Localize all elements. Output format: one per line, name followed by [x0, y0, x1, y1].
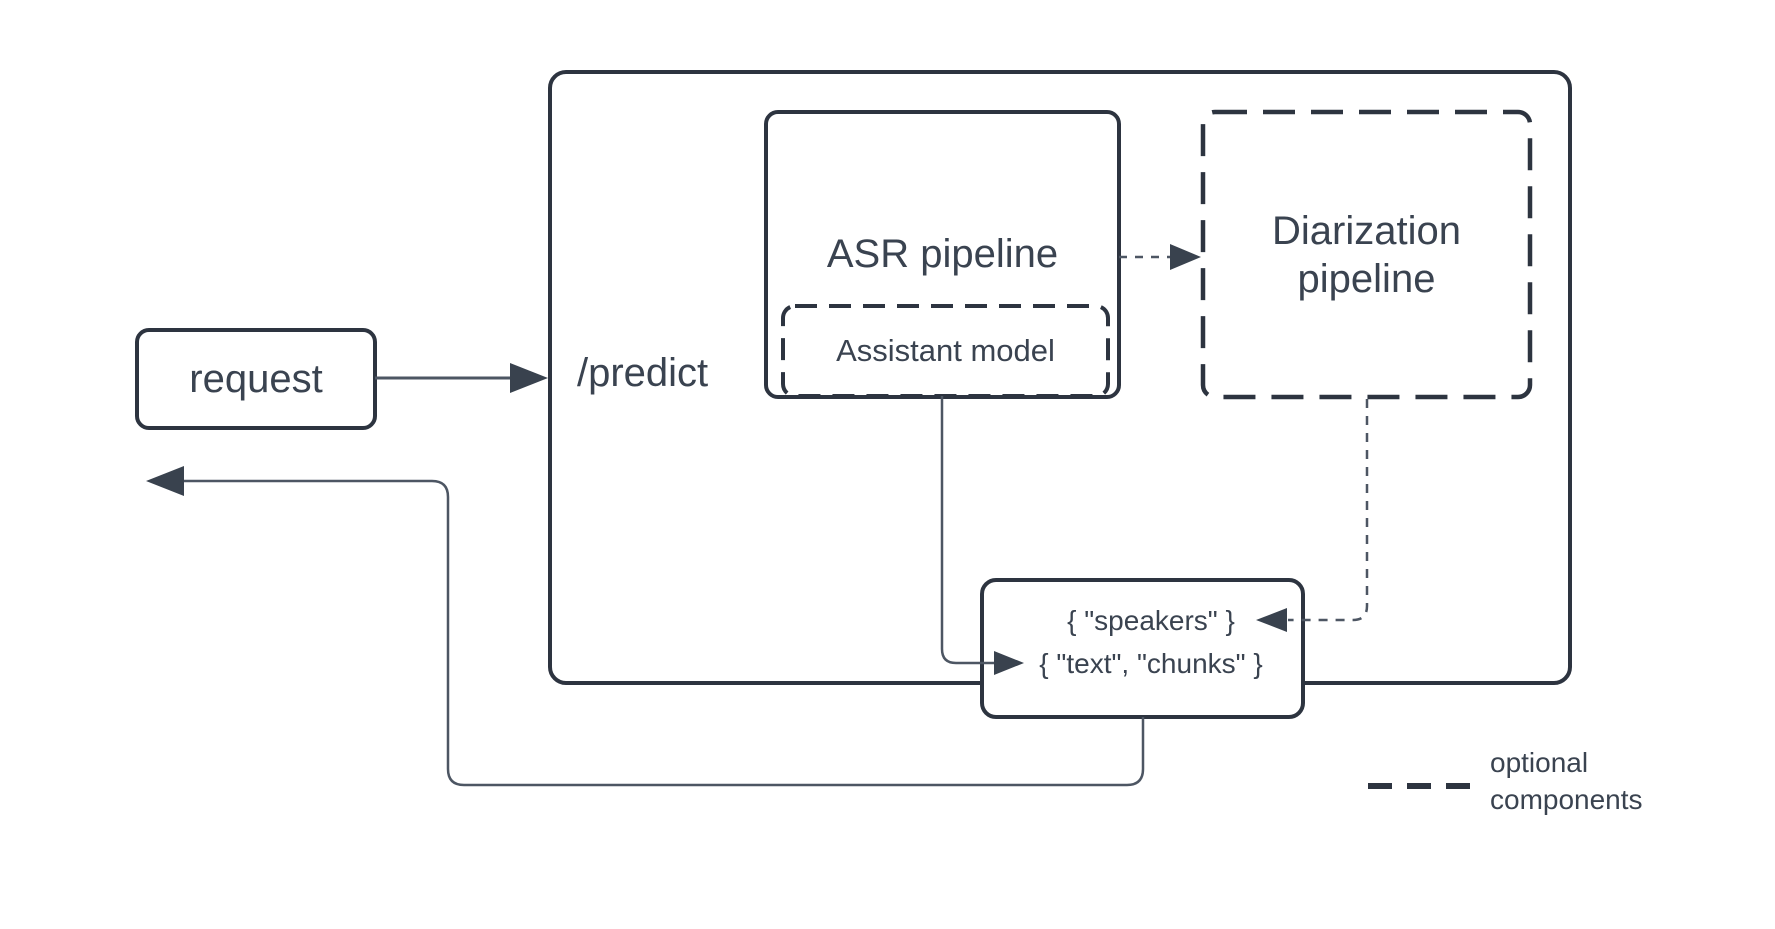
- connector-diarization-to-result: [1288, 399, 1369, 622]
- connector-assistant-to-result: [940, 396, 996, 665]
- request-box-label: request: [189, 356, 323, 401]
- diarization-label-line2: pipeline: [1297, 256, 1436, 301]
- result-payload-label: { "speakers" } { "text", "chunks" }: [982, 580, 1303, 717]
- diarization-label-line1: Diarization: [1272, 208, 1461, 253]
- result-text-chunks-line: { "text", "chunks" }: [1039, 647, 1263, 679]
- legend-label-line1: optional: [1490, 747, 1589, 778]
- assistant-model-box: [781, 304, 1110, 398]
- predict-endpoint-label: /predict: [577, 350, 709, 395]
- connector-result-to-response: [184, 479, 1145, 787]
- arrowhead-result-to-response-icon: [146, 466, 184, 496]
- arrowhead-assistant-to-result-icon: [994, 651, 1024, 675]
- arrowhead-request-to-predict-icon: [510, 363, 548, 393]
- diarization-pipeline-label: Diarization pipeline: [1203, 112, 1530, 397]
- diarization-pipeline-box: [1200, 109, 1533, 400]
- arrowhead-asr-to-diarization-icon: [1170, 244, 1201, 270]
- arrowhead-diarization-to-result-icon: [1256, 608, 1287, 632]
- legend-optional-components-label: optional components: [1490, 744, 1643, 818]
- legend-label-line2: components: [1490, 784, 1643, 815]
- result-speakers-line: { "speakers" }: [1067, 604, 1235, 636]
- asr-pipeline-label: ASR pipeline: [826, 232, 1059, 276]
- assistant-model-label: Assistant model: [836, 333, 1055, 368]
